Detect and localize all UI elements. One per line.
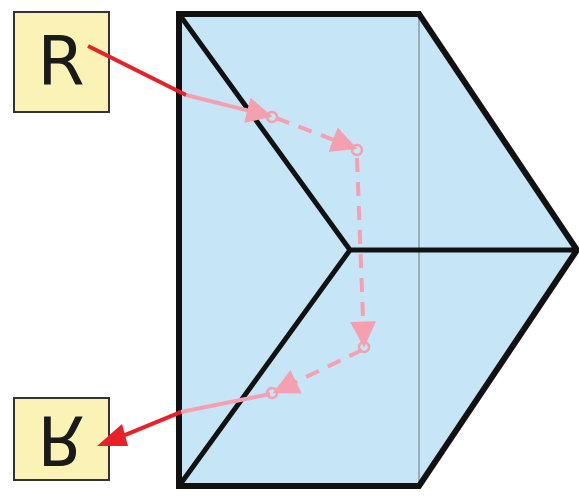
output-letter-flipped: R — [37, 400, 84, 479]
input-label: R — [13, 11, 110, 113]
prism-edge-upper — [176, 12, 353, 252]
incoming-ray — [87, 44, 187, 97]
input-label-box — [13, 11, 110, 113]
internal-ray-exit — [180, 392, 271, 414]
output-label: R — [13, 397, 110, 481]
internal-ray-path — [180, 93, 377, 414]
prism-edge-lower — [176, 248, 353, 488]
input-letter: R — [37, 23, 84, 102]
prism-outline — [176, 11, 579, 489]
reflection-point-1 — [265, 110, 279, 124]
outgoing-arrowhead — [97, 424, 128, 446]
internal-ray-dash-3 — [272, 348, 363, 394]
reflection-point-4 — [265, 386, 279, 400]
output-label-box — [13, 397, 110, 481]
reflection-point-3 — [357, 340, 371, 354]
internal-ray-dash-2 — [350, 157, 377, 348]
prism — [176, 11, 579, 489]
reflection-point-2 — [350, 143, 364, 157]
internal-ray-entry — [185, 93, 273, 123]
